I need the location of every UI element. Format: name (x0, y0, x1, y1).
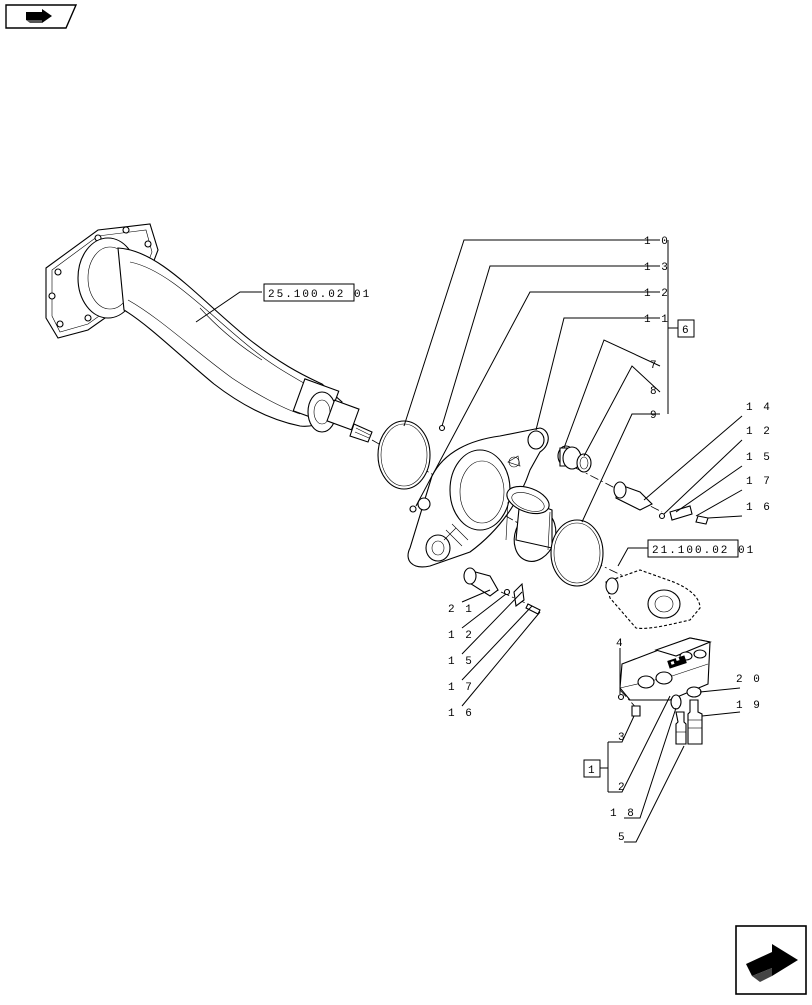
callout-12[interactable]: 1 2 (644, 288, 670, 300)
ring-8 (576, 453, 592, 473)
svg-text:6: 6 (682, 325, 691, 337)
bolt-19 (687, 699, 703, 745)
callout-5[interactable]: 5 (618, 832, 627, 844)
svg-text:25.100.02 01: 25.100.02 01 (268, 289, 371, 301)
callout-7[interactable]: 7 (650, 360, 659, 372)
callout-17-lower[interactable]: 1 7 (448, 682, 474, 694)
callout-9[interactable]: 9 (650, 410, 659, 422)
callout-11[interactable]: 1 1 (644, 314, 670, 326)
o-ring-right (550, 519, 604, 587)
pin-21 (463, 567, 499, 597)
back-arrow-icon[interactable] (5, 4, 78, 29)
o-ring-left (377, 420, 431, 490)
callout-16-lower[interactable]: 1 6 (448, 708, 474, 720)
bolt-5 (675, 711, 687, 745)
callout-13[interactable]: 1 3 (644, 262, 670, 274)
callout-2[interactable]: 2 (618, 782, 627, 794)
axle-housing (45, 223, 373, 443)
callout-19[interactable]: 1 9 (736, 700, 762, 712)
svg-text:1: 1 (588, 765, 597, 777)
callout-4[interactable]: 4 (616, 638, 625, 650)
shaft-end (605, 569, 701, 629)
callout-14[interactable]: 1 4 (746, 402, 772, 414)
callout-10[interactable]: 1 0 (644, 236, 670, 248)
ref-box-right[interactable]: 21.100.02 01 (647, 539, 755, 558)
group-box-1[interactable]: 1 (583, 759, 601, 778)
callout-21[interactable]: 2 1 (448, 604, 474, 616)
group-box-6[interactable]: 6 (677, 319, 695, 338)
callout-16-right[interactable]: 1 6 (746, 502, 772, 514)
callout-20[interactable]: 2 0 (736, 674, 762, 686)
svg-text:21.100.02 01: 21.100.02 01 (652, 545, 755, 557)
callout-18[interactable]: 1 8 (610, 808, 636, 820)
callout-3[interactable]: 3 (618, 732, 627, 744)
forward-arrow-icon[interactable] (735, 925, 807, 995)
callout-17-right[interactable]: 1 7 (746, 476, 772, 488)
callout-12-lower[interactable]: 1 2 (448, 630, 474, 642)
mount-bracket (619, 637, 712, 701)
callout-12-right[interactable]: 1 2 (746, 426, 772, 438)
callout-15-lower[interactable]: 1 5 (448, 656, 474, 668)
callout-15-right[interactable]: 1 5 (746, 452, 772, 464)
callout-8[interactable]: 8 (650, 386, 659, 398)
support-bracket (407, 427, 549, 568)
pin-14 (613, 481, 653, 511)
ref-box-top[interactable]: 25.100.02 01 (263, 283, 371, 302)
sleeve (505, 485, 557, 562)
